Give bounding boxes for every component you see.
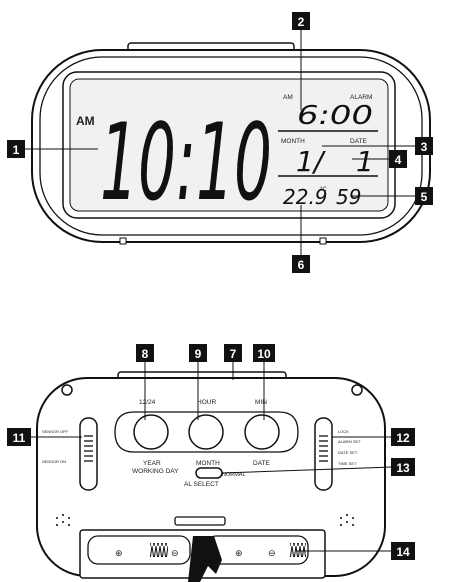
- svg-text:10: 10: [257, 347, 271, 361]
- label-date-set: DATE SET: [338, 450, 358, 455]
- leader-lines: [25, 30, 415, 552]
- svg-text:2: 2: [298, 15, 305, 29]
- month-label: MONTH: [281, 138, 305, 145]
- svg-text:3: 3: [421, 140, 428, 154]
- clock-front: AM 10:10 AM ALARM 6:00 MONTH DATE 1/ 1 2…: [31, 42, 431, 245]
- callout-9: 9: [189, 344, 207, 362]
- callout-3: 3: [415, 137, 433, 155]
- svg-text:8: 8: [142, 347, 149, 361]
- temperature-value: 22.9: [283, 185, 328, 209]
- hanging-hole-right: [351, 384, 363, 396]
- spring-right: [290, 543, 306, 557]
- alarm-time: 6:00: [297, 101, 373, 131]
- sensor-switch-grip: [84, 435, 93, 462]
- am-indicator: AM: [76, 114, 95, 128]
- callout-13: 13: [391, 458, 415, 476]
- mode-switch-grip: [319, 435, 328, 462]
- label-time-set: TIME SET: [338, 461, 357, 466]
- callout-11: 11: [7, 428, 31, 446]
- callout-2: 2: [292, 12, 310, 30]
- label-hour: HOUR: [197, 399, 216, 406]
- label-month: MONTH: [196, 460, 220, 467]
- callout-12: 12: [391, 428, 415, 446]
- foot-left: [119, 237, 127, 245]
- svg-text:11: 11: [13, 431, 26, 445]
- lcd-screen: [69, 78, 389, 212]
- pull-ribbon: [188, 536, 222, 582]
- svg-text:13: 13: [396, 461, 410, 475]
- callout-7: 7: [224, 344, 242, 362]
- callout-6: 6: [292, 255, 310, 273]
- battery-2-plus: ⊕: [235, 548, 243, 558]
- callout-8: 8: [136, 344, 154, 362]
- hanging-hole-left: [61, 384, 73, 396]
- svg-text:14: 14: [396, 545, 410, 559]
- svg-text:9: 9: [195, 347, 202, 361]
- date-label: DATE: [350, 138, 368, 145]
- label-year: YEAR: [143, 460, 161, 467]
- label-alarm-set: ALARM SET: [338, 439, 361, 444]
- button-1224[interactable]: [133, 414, 169, 450]
- label-date: DATE: [253, 460, 271, 467]
- label-working-day: WORKING DAY: [132, 468, 179, 475]
- callout-1: 1: [7, 140, 25, 158]
- label-1224: 12/24: [139, 399, 156, 406]
- label-sensor-off: SENSOR OFF: [42, 429, 69, 434]
- button-min[interactable]: [244, 414, 280, 450]
- button-panel: [114, 411, 299, 453]
- seconds-value: 59: [336, 185, 361, 209]
- svg-text:6: 6: [298, 258, 305, 272]
- svg-text:7: 7: [230, 347, 237, 361]
- label-normal: NORMAL: [222, 472, 246, 478]
- callout-14: 14: [391, 542, 415, 560]
- foot-right: [319, 237, 327, 245]
- svg-text:12: 12: [396, 431, 410, 445]
- mode-switch[interactable]: [314, 417, 333, 491]
- alarm-am-label: AM: [283, 94, 293, 101]
- battery-1-plus: ⊕: [115, 548, 123, 558]
- label-al-select: AL SELECT: [184, 481, 219, 488]
- date-value: 1: [356, 145, 374, 178]
- speaker-left: [56, 514, 70, 526]
- main-time: 10:10: [100, 101, 272, 224]
- month-value: 1/: [296, 145, 326, 178]
- callout-10: 10: [253, 344, 275, 362]
- al-select-switch[interactable]: [195, 467, 223, 479]
- sensor-switch[interactable]: [79, 417, 98, 491]
- callout-4: 4: [389, 150, 407, 168]
- spring-left: [150, 543, 168, 557]
- label-min: MIN: [255, 399, 267, 406]
- button-hour[interactable]: [188, 414, 224, 450]
- callout-5: 5: [415, 187, 433, 205]
- clock-back: 12/24 HOUR MIN YEAR WORKING DAY MONTH DA…: [36, 371, 386, 582]
- battery-latch[interactable]: [174, 516, 226, 526]
- svg-text:1: 1: [13, 143, 20, 157]
- battery-1-minus: ⊖: [171, 548, 179, 558]
- svg-text:4: 4: [395, 153, 402, 167]
- alarm-label: ALARM: [350, 94, 372, 101]
- label-lock: LOCK: [338, 429, 349, 434]
- svg-text:5: 5: [421, 190, 428, 204]
- battery-2-minus: ⊖: [268, 548, 276, 558]
- label-sensor-on: SENSOR ON: [42, 459, 66, 464]
- temperature-unit: °C: [320, 187, 327, 193]
- speaker-right: [340, 514, 354, 526]
